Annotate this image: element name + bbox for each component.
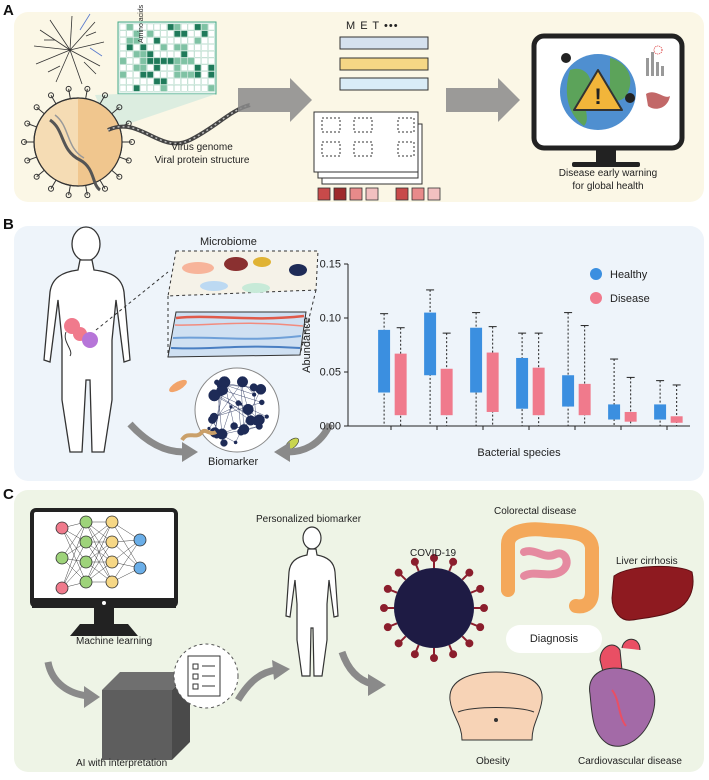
language-model-icon	[313, 36, 441, 201]
phylogenetic-tree-icon	[33, 13, 105, 85]
colon-icon	[501, 522, 599, 614]
covid-label: COVID-19	[410, 548, 457, 559]
y-tick-label: 0.00	[320, 421, 341, 433]
cardiovascular-label: Cardiovascular disease	[578, 756, 682, 767]
curved-arrow-up-icon	[234, 666, 277, 702]
ai-black-box-icon	[102, 643, 239, 760]
liver-label: Liver cirrhosis	[616, 556, 678, 567]
machine-learning-label: Machine learning	[76, 636, 153, 647]
healthy-box	[378, 329, 391, 393]
healthy-box	[424, 312, 437, 376]
healthy-box	[562, 375, 575, 407]
legend-healthy-label: Healthy	[610, 269, 648, 281]
disease-box	[486, 352, 499, 412]
machine-learning-monitor-icon	[30, 508, 178, 636]
virus-genome-caption: Virus genome	[171, 142, 233, 153]
viral-protein-caption: Viral protein structure	[154, 155, 250, 166]
abundance-heatmap-icon	[167, 311, 307, 358]
panel-b-label: B	[3, 216, 14, 233]
person-outline-icon	[285, 526, 339, 677]
panel-a-label: A	[3, 2, 14, 19]
healthy-box	[654, 404, 667, 420]
y-tick-label: 0.10	[320, 313, 341, 325]
amino-acid-grid-icon	[117, 21, 217, 95]
obesity-torso-icon	[449, 671, 543, 741]
liver-icon	[611, 565, 694, 621]
healthy-box	[470, 327, 483, 393]
arrow-to-warning-icon	[446, 78, 520, 122]
colorectal-label: Colorectal disease	[494, 506, 577, 517]
disease-box	[394, 353, 407, 416]
microbiome-label: Microbiome	[200, 236, 257, 248]
y-axis-label: Abundance	[301, 317, 313, 373]
y-tick-label: 0.05	[320, 367, 341, 379]
legend-disease-label: Disease	[610, 293, 650, 305]
personalized-biomarker-label: Personalized biomarker	[256, 514, 362, 525]
gut-icon	[64, 318, 98, 357]
x-axis-label: Bacterial species	[477, 447, 561, 459]
curved-arrow-right-icon	[287, 422, 334, 456]
curved-arrow-down-icon	[44, 661, 89, 700]
warning-caption-line-1: Disease early warning	[558, 168, 658, 179]
human-body-icon	[43, 226, 131, 453]
curved-arrow-diagnosis-icon	[338, 650, 374, 688]
microbiome-layer-icon	[167, 250, 319, 297]
diagnosis-label: Diagnosis	[506, 625, 602, 653]
legend-disease-marker	[590, 292, 602, 304]
legend-healthy-marker	[590, 268, 602, 280]
disease-box	[440, 368, 453, 416]
warning-caption-line-2: for global health	[572, 181, 644, 192]
covid-virus-icon	[380, 554, 488, 662]
disease-box	[532, 367, 545, 416]
warning-monitor-icon: !	[531, 33, 685, 167]
disease-box	[578, 383, 591, 416]
healthy-box	[608, 404, 621, 420]
y-tick-label: 0.15	[320, 259, 341, 271]
svg-text:!: !	[594, 84, 601, 109]
curved-arrow-left-icon	[127, 421, 185, 456]
ai-interpretation-label: AI with interpretation	[76, 758, 168, 769]
obesity-label: Obesity	[476, 756, 510, 767]
model-token-label: M E T •••	[346, 20, 399, 32]
virus-particle-icon	[21, 85, 135, 199]
disease-box	[624, 411, 637, 422]
panel-c-label: C	[3, 486, 14, 503]
healthy-box	[516, 357, 529, 409]
disease-box	[670, 416, 683, 423]
arrow-to-model-icon	[238, 78, 312, 122]
biomarker-label: Biomarker	[208, 456, 259, 468]
microbe-network-icon	[194, 367, 280, 453]
heart-icon	[589, 638, 656, 747]
